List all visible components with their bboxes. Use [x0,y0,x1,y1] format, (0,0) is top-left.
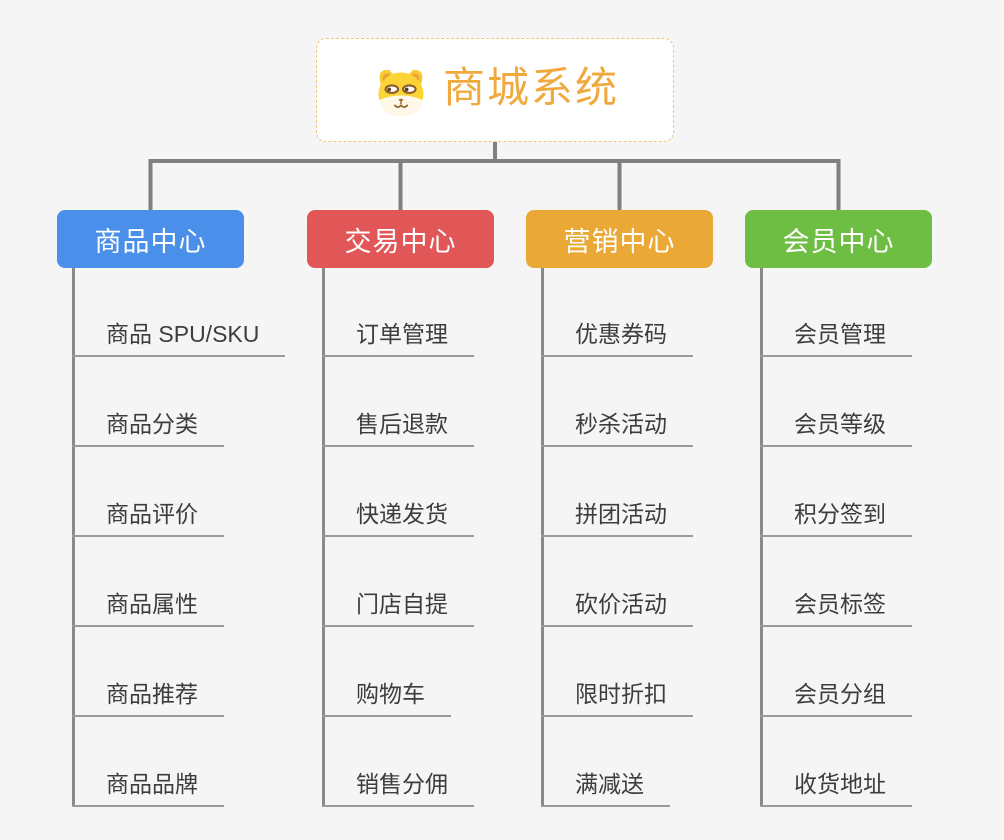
topic-item[interactable]: 商品评价 [72,498,224,537]
root-node[interactable]: 商城系统 [316,38,674,142]
topic-item[interactable]: 门店自提 [322,588,474,627]
topic-item[interactable]: 积分签到 [760,498,912,537]
root-title: 商城系统 [442,64,619,111]
branch-trunk-line [541,268,544,807]
branch-goods-center: 商品中心 商品 SPU/SKU 商品分类 商品评价 商品属性 商品推荐 商品品牌 [57,210,312,820]
topic-item[interactable]: 购物车 [322,678,451,717]
branch-trunk-line [760,268,763,807]
topic-item[interactable]: 商品推荐 [72,678,224,717]
topic-item[interactable]: 砍价活动 [541,588,693,627]
topic-item[interactable]: 商品品牌 [72,768,224,807]
topic-item[interactable]: 拼团活动 [541,498,693,537]
topic-item[interactable]: 商品 SPU/SKU [72,318,286,357]
branch-node-trade-center[interactable]: 交易中心 [307,210,494,268]
connector-path [148,142,841,210]
branch-trunk-line [322,268,325,807]
branch-node-marketing-center[interactable]: 营销中心 [526,210,713,268]
topic-item[interactable]: 售后退款 [322,408,474,447]
branch-node-goods-center[interactable]: 商品中心 [57,210,244,268]
branch-member-center: 会员中心 会员管理 会员等级 积分签到 会员标签 会员分组 收货地址 [745,210,1000,820]
topic-item[interactable]: 销售分佣 [322,768,474,807]
topic-item[interactable]: 会员标签 [760,588,912,627]
topic-item[interactable]: 优惠券码 [541,318,693,357]
branch-trunk-line [72,268,75,807]
topic-item[interactable]: 会员等级 [760,408,912,447]
topic-item[interactable]: 限时折扣 [541,678,693,717]
shiba-dog-icon [378,69,424,116]
topic-item[interactable]: 订单管理 [322,318,474,357]
topic-item[interactable]: 满减送 [541,768,670,807]
branch-trade-center: 交易中心 订单管理 售后退款 快递发货 门店自提 购物车 销售分佣 [307,210,562,820]
topic-item[interactable]: 商品属性 [72,588,224,627]
branch-marketing-center: 营销中心 优惠券码 秒杀活动 拼团活动 砍价活动 限时折扣 满减送 [526,210,781,820]
topic-item[interactable]: 会员分组 [760,678,912,717]
topic-item[interactable]: 收货地址 [760,768,912,807]
branch-node-member-center[interactable]: 会员中心 [745,210,932,268]
topic-item[interactable]: 快递发货 [322,498,474,537]
topic-item[interactable]: 会员管理 [760,318,912,357]
topic-item[interactable]: 商品分类 [72,408,224,447]
topic-item[interactable]: 秒杀活动 [541,408,693,447]
